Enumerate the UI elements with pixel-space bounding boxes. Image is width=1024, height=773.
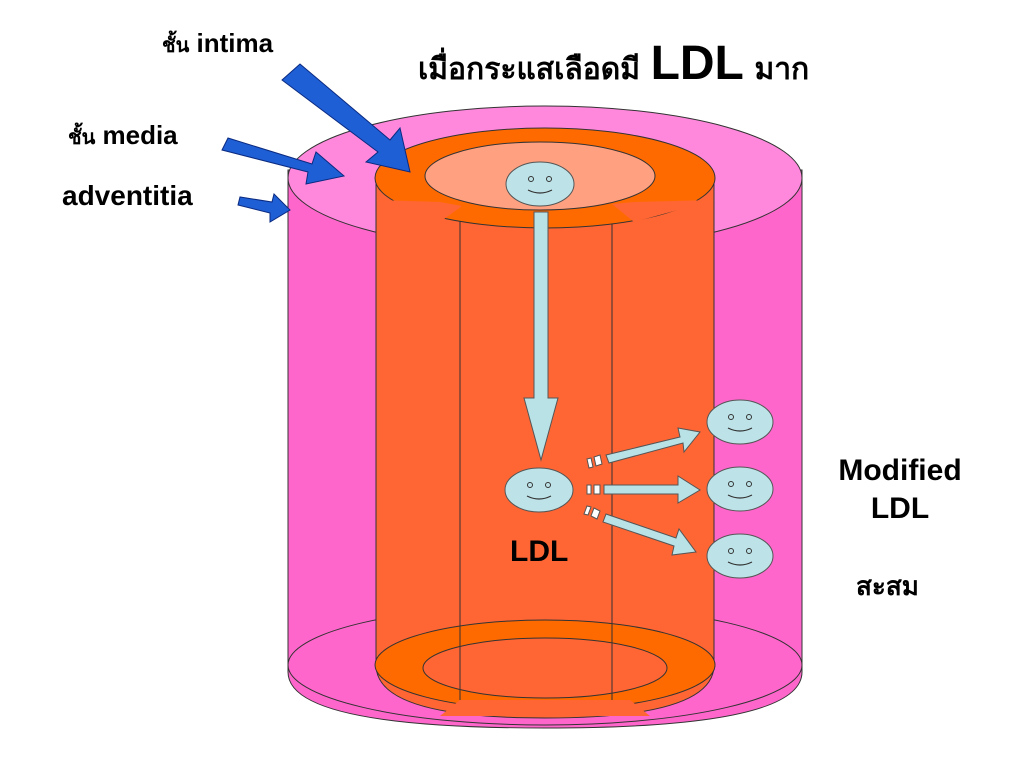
ldl-particle-center (504, 467, 574, 513)
arrow-media (221, 137, 346, 185)
slide-title: เมื่อกระแสเลือดมี LDL มาก (418, 36, 809, 93)
flow-arrow-down-right (583, 505, 697, 556)
label-intima: ชั้น intima (162, 28, 273, 61)
arrow-intima (281, 63, 411, 173)
media-top-cut (376, 200, 462, 222)
title-part-3: มาก (754, 52, 810, 87)
title-part-1: เมื่อกระแสเลือดมี (418, 52, 640, 87)
label-media-name: media (102, 120, 178, 150)
label-modified-ldl: Modified LDL (820, 452, 980, 528)
modified-ldl-particle-2 (706, 466, 774, 512)
media-top-cut-right (612, 200, 714, 222)
media-bottom-cut (440, 700, 650, 716)
ldl-particle-top (505, 161, 575, 207)
flow-arrow-right (586, 475, 701, 504)
label-modified-line1: Modified (838, 454, 962, 487)
modified-ldl-particle-3 (706, 533, 774, 579)
lumen-bottom (422, 637, 668, 699)
label-accumulate: สะสม (856, 572, 919, 602)
label-intima-name: intima (196, 28, 274, 58)
flow-arrow-down (523, 211, 559, 462)
label-adventitia: adventitia (62, 180, 193, 211)
flow-arrow-up-right (586, 427, 701, 469)
label-intima-prefix: ชั้น (162, 33, 190, 57)
title-part-2: LDL (650, 37, 744, 90)
arrow-adventitia (237, 193, 291, 223)
label-ldl: LDL (510, 535, 569, 568)
modified-ldl-particle-1 (706, 399, 774, 445)
label-media-prefix: ชั้น (68, 125, 96, 149)
label-modified-line2: LDL (870, 492, 930, 525)
label-media: ชั้น media (68, 120, 178, 153)
